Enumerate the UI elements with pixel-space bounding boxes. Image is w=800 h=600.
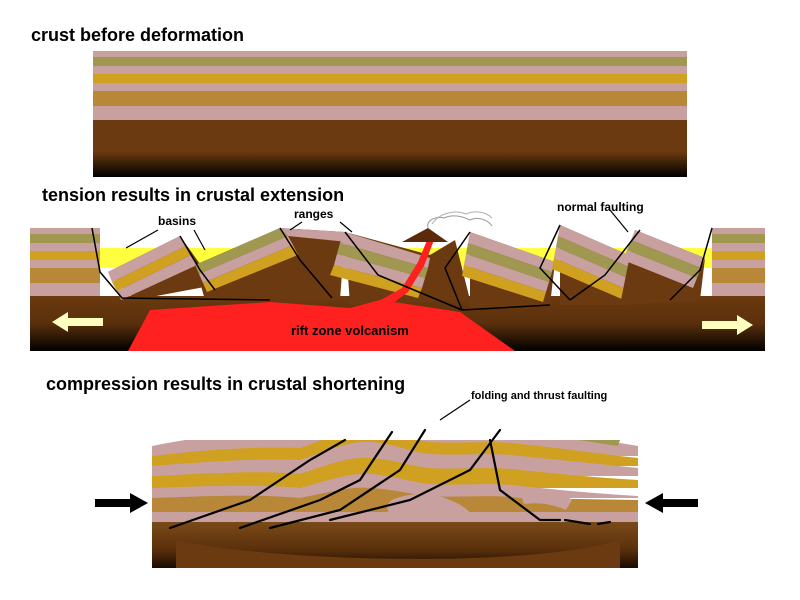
layer-pink [93, 106, 687, 120]
bedrock-layer [93, 120, 687, 177]
stratified-layers [93, 51, 687, 120]
basin-rounded-bottom [176, 540, 620, 568]
pink-fold-blob [520, 489, 572, 510]
tilted-block [552, 225, 640, 305]
label-leaders [125, 209, 629, 251]
magma-conduit [372, 238, 434, 310]
tilted-block [620, 230, 705, 305]
right-block [712, 228, 765, 296]
layer-gold [93, 74, 687, 83]
layer-tan [93, 91, 687, 106]
panel-compression: folding and thrust faulting [95, 390, 698, 568]
layer-olive-crest [340, 403, 424, 426]
layer-pink [93, 83, 687, 91]
normal-faults [91, 224, 713, 311]
layer-pink [152, 473, 638, 498]
volcano-cone [402, 228, 448, 242]
label-normal-faulting: normal faulting [557, 200, 644, 214]
label-rift-zone-volcanism: rift zone volcanism [291, 323, 409, 338]
left-block [30, 228, 100, 296]
label-folding-thrust-faulting: folding and thrust faulting [471, 390, 607, 402]
folded-layers [152, 403, 638, 568]
tilted-block [462, 232, 555, 310]
layer-pink [152, 441, 638, 476]
title-before-deformation: crust before deformation [31, 25, 245, 45]
compression-arrow-left [95, 493, 148, 513]
layer-olive [578, 440, 620, 446]
layer-pink [93, 51, 687, 57]
label-leader [439, 399, 471, 421]
tilted-block [195, 228, 348, 300]
extension-arrow-left [52, 312, 103, 332]
volcanic-plume [427, 215, 493, 229]
tilted-block [108, 236, 215, 300]
extension-arrow-right [702, 315, 753, 335]
title-compression: compression results in crustal shortenin… [46, 374, 406, 394]
panel-extension: basins ranges normal faulting rift zone … [30, 200, 765, 351]
volcanic-plume [431, 211, 493, 225]
thrust-faults [168, 428, 612, 530]
title-extension: tension results in crustal extension [42, 185, 345, 205]
layer-pink [93, 66, 687, 74]
label-basins: basins [158, 214, 196, 228]
magma-chamber [128, 300, 515, 351]
compression-arrow-right [645, 493, 698, 513]
label-ranges: ranges [294, 207, 334, 221]
layer-olive [93, 57, 687, 66]
panel-before-deformation [93, 51, 687, 177]
layer-olive [430, 427, 476, 436]
